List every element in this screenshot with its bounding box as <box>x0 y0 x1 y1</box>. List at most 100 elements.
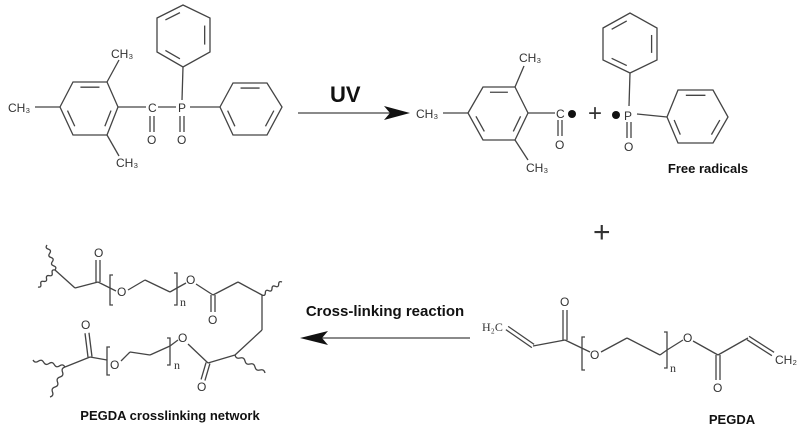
vinyl-double-bond <box>505 329 533 349</box>
bond <box>89 356 108 361</box>
bond <box>106 59 120 83</box>
atom-h2c: H₂C <box>482 320 503 334</box>
vinyl-double-bond <box>748 335 775 353</box>
bond <box>626 337 661 356</box>
repeat-n: n <box>670 361 676 375</box>
carbonyl-double-bond <box>200 362 207 380</box>
bond <box>717 337 749 356</box>
bond <box>176 282 187 289</box>
free-radicals-label: Free radicals <box>668 161 748 176</box>
bond <box>564 339 591 353</box>
vinyl-double-bond <box>746 339 773 357</box>
atom-ch3-bottom: CH₃ <box>116 156 138 170</box>
ring-double-bond <box>475 115 485 132</box>
atom-carbonyl-c: C <box>556 107 565 121</box>
radical-dot-benzoyl <box>568 110 576 118</box>
phenyl-ring <box>219 82 283 136</box>
repeat-n: n <box>180 295 186 309</box>
pegda-label: PEGDA <box>709 412 756 427</box>
bond <box>144 279 171 293</box>
atom-o-ether-left: O <box>590 348 599 362</box>
wavy-bond <box>32 359 66 368</box>
bond <box>74 281 99 289</box>
bond <box>127 279 146 291</box>
repeat-bracket-left <box>109 274 113 306</box>
ring-double-bond <box>710 119 721 135</box>
bond <box>149 345 171 356</box>
bond <box>514 139 529 161</box>
ring-double-bond <box>104 110 112 127</box>
pegda-monomer: H₂C O O n O O CH₂ PEGDA <box>482 295 797 427</box>
radical-dot-phosphinoyl <box>612 111 620 119</box>
ring-double-bond <box>264 110 275 127</box>
ring-double-bond <box>165 49 181 60</box>
atom-o: O <box>94 246 103 260</box>
repeat-bracket-right <box>174 272 178 306</box>
carbonyl-double-bond <box>204 363 211 381</box>
bond <box>532 339 566 347</box>
crosslink-arrow-head <box>300 331 328 345</box>
wavy-bond <box>261 280 283 297</box>
crosslink-label: Cross-linking reaction <box>306 303 464 320</box>
repeat-bracket-left <box>106 346 110 376</box>
plus-sign-rows: + <box>593 216 611 249</box>
ring-double-bond <box>611 20 628 30</box>
ring-double-bond <box>66 110 76 127</box>
wavy-bond <box>37 269 56 288</box>
ring-double-bond <box>611 57 628 67</box>
repeat-bracket-right <box>167 337 171 366</box>
uv-label: UV <box>330 82 361 107</box>
bond <box>628 72 631 107</box>
vinyl-double-bond <box>507 325 535 345</box>
ring-double-bond <box>673 119 681 135</box>
bond <box>207 354 236 364</box>
bond <box>692 340 719 356</box>
ring-double-bond <box>165 12 181 21</box>
bond <box>106 134 120 157</box>
atom-ch3-left: CH₃ <box>8 101 30 115</box>
bond <box>212 281 239 296</box>
bond <box>64 356 91 368</box>
plus-sign-radicals: + <box>588 100 602 127</box>
bond <box>97 281 117 292</box>
atom-carbonyl-c: C <box>148 101 157 115</box>
atom-o: O <box>110 358 119 372</box>
atom-o: O <box>117 285 126 299</box>
phenyl-ring <box>666 89 729 144</box>
atom-o-ether-right: O <box>683 331 692 345</box>
bond <box>237 281 263 296</box>
atom-o: O <box>81 318 90 332</box>
ring-double-bond <box>512 116 522 132</box>
repeat-bracket-right <box>664 331 668 369</box>
uv-arrow-head <box>384 106 410 120</box>
atom-carbonyl-o: O <box>555 138 564 152</box>
repeat-n: n <box>174 358 180 372</box>
atom-o-carbonyl-right: O <box>713 381 722 395</box>
bond <box>636 113 668 118</box>
atom-ch3-left: CH₃ <box>416 107 438 121</box>
bond <box>666 339 684 351</box>
bond <box>169 339 179 347</box>
atom-o: O <box>208 313 217 327</box>
bond <box>234 329 263 356</box>
network-label: PEGDA crosslinking network <box>80 408 260 423</box>
photoinitiator-tpo: CH₃ CH₃ CH₃ C O P O <box>8 47 186 170</box>
atom-o: O <box>178 331 187 345</box>
bond <box>600 337 628 353</box>
atom-ch2: CH₂ <box>775 353 797 367</box>
phenyl-ring <box>156 4 211 68</box>
pegda-network: O O n O O O O n O O PEGDA crosslinking n… <box>80 246 260 423</box>
bond <box>187 343 209 364</box>
wavy-bond <box>45 244 57 271</box>
repeat-bracket-left <box>581 336 585 371</box>
carbonyl-double-bond <box>84 333 89 358</box>
bond <box>195 283 214 296</box>
bond <box>514 65 525 88</box>
atom-phosphoryl-o: O <box>624 140 633 154</box>
mesityl-ring <box>467 86 529 141</box>
bond <box>181 66 184 101</box>
bond <box>169 287 178 293</box>
atom-phosphoryl-o: O <box>177 133 186 147</box>
